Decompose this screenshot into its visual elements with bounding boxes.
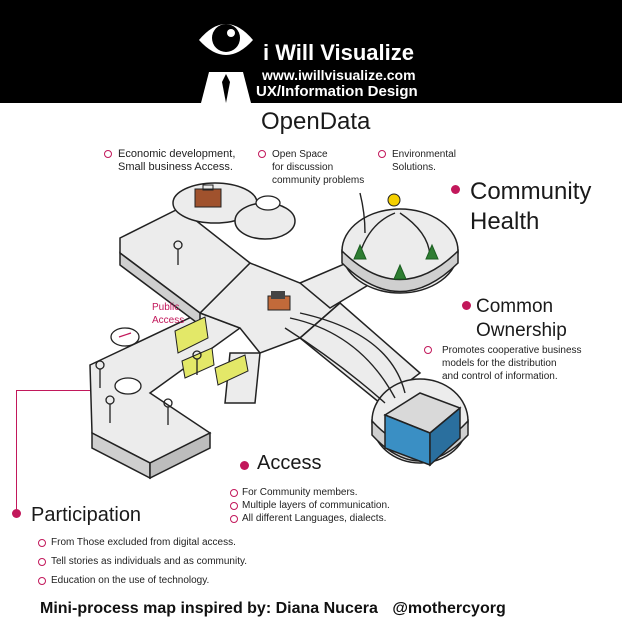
bullet-icon: [230, 488, 238, 497]
access-dot: [240, 461, 249, 470]
community-health-dot: [451, 185, 460, 194]
access-list: For Community members. Multiple layers o…: [230, 486, 390, 525]
note-bullet-icon: [378, 150, 386, 158]
bullet-icon: [230, 501, 238, 510]
diagram-title: OpenData: [261, 108, 371, 135]
common-ownership-note: Promotes cooperative business models for…: [442, 345, 582, 382]
list-item: For Community members.: [230, 486, 390, 499]
note-bullet-icon: [424, 346, 432, 354]
bullet-icon: [230, 514, 238, 523]
footer-credit: Mini-process map inspired by: Diana Nuce…: [40, 600, 506, 618]
community-health-label: Community Health: [470, 178, 592, 235]
header-banner: i Will Visualize www.iwillvisualize.com …: [0, 0, 622, 103]
note-economic: Economic development, Small business Acc…: [118, 148, 236, 173]
list-item: Tell stories as individuals and as commu…: [38, 552, 247, 571]
note-environmental: Environmental Solutions.: [392, 149, 456, 173]
participation-title: Participation: [31, 504, 142, 526]
public-access-label: Public Access: [152, 302, 185, 326]
bullet-icon: [38, 557, 46, 566]
common-ownership-label: Common Ownership: [476, 296, 567, 341]
common-ownership-dot: [462, 301, 471, 310]
brand-subtitle: UX/Information Design: [256, 83, 418, 100]
footer-text: Mini-process map inspired by: Diana Nuce…: [40, 600, 378, 617]
bullet-icon: [38, 538, 46, 547]
bullet-icon: [38, 576, 46, 585]
participation-line: [16, 390, 17, 510]
note-open-space: Open Space for discussion community prob…: [272, 149, 365, 186]
note-bullet-icon: [104, 150, 112, 158]
access-title: Access: [257, 452, 322, 474]
list-item: Education on the use of technology.: [38, 571, 247, 590]
list-item: All different Languages, dialects.: [230, 512, 390, 525]
participation-line-h: [16, 390, 90, 391]
brand-url: www.iwillvisualize.com: [262, 67, 416, 83]
brand-title: i Will Visualize: [263, 40, 415, 65]
footer-handle: @mothercyorg: [392, 600, 506, 617]
participation-list: From Those excluded from digital access.…: [38, 533, 247, 590]
participation-dot: [12, 509, 21, 518]
list-item: Multiple layers of communication.: [230, 499, 390, 512]
note-bullet-icon: [258, 150, 266, 158]
eye-logo-icon: [199, 24, 253, 103]
list-item: From Those excluded from digital access.: [38, 533, 247, 552]
process-map-illustration: [89, 182, 469, 480]
